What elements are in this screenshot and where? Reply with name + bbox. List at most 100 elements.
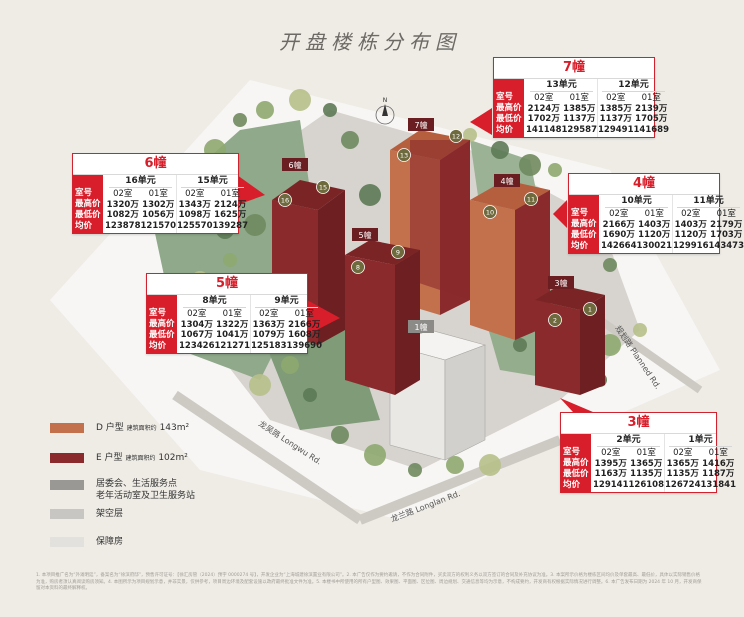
building-tag: 1幢 [408,320,434,333]
compass-label: N [383,97,388,104]
unit-marker: 2 [548,313,562,327]
building-tag-label: 4幢 [500,176,513,186]
room-room: 02室 [187,309,207,319]
room-min: 1056万 [142,210,175,220]
room-max: 2124万 [527,103,560,114]
row-label: 最低价 [149,330,175,340]
row-label: 均价 [563,480,581,490]
legend-label: E 户型 [96,453,123,463]
room-min: 1690万 [602,230,635,240]
row-labels: 室号最高价最低价均价 [73,175,103,233]
tree [244,214,266,236]
unit-name: 2单元 [597,434,660,447]
unit-marker-label: 16 [281,197,289,205]
room-avg: 142664 [601,240,637,251]
unit-marker-label: 8 [356,264,360,272]
unit-marker: 1 [583,302,597,316]
room-avg: 125570 [177,220,213,231]
room-avg: 126108 [628,479,665,490]
room-room: 01室 [148,189,168,199]
room-max: 1365万 [630,458,663,469]
tree [408,463,422,477]
tree [289,89,311,111]
room-max: 1302万 [142,199,175,210]
row-label: 最高价 [563,458,589,468]
road-longwu [172,390,363,525]
building-tag-label: 1幢 [414,322,427,332]
room-avg: 126724 [665,479,701,490]
room-avg: 123878 [105,220,141,231]
unit-name: 8单元 [183,295,246,308]
room-room: 01室 [294,309,314,319]
room-max: 1304万 [180,319,213,330]
row-label: 均价 [496,125,514,135]
row-labels: 室号最高价最低价均价 [561,434,591,492]
building-tag-label: 7幢 [414,120,427,130]
row-label: 最高价 [149,319,175,329]
room-room: 02室 [606,93,626,103]
room-room: 01室 [708,448,728,458]
legend-area: 143m² [159,423,190,433]
building-card-title: 6幢 [73,154,238,175]
room-min: 1041万 [216,330,249,340]
building-card-title: 5幢 [147,274,307,295]
room-max: 1322万 [216,319,249,330]
legend-label: 架空层 [96,509,124,519]
building-card-title: 3幢 [561,413,716,434]
unit-marker-label: 10 [486,209,494,217]
unit-name: 13单元 [530,79,593,92]
row-label: 最低价 [571,230,597,240]
room-min: 1187万 [702,469,735,479]
room-avg: 130021 [636,240,673,251]
row-label: 均价 [571,241,589,251]
tree [331,426,349,444]
room-min: 1067万 [180,330,213,340]
unit-marker: 16 [278,193,292,207]
room-avg: 141689 [633,124,670,135]
room-room: 01室 [222,309,242,319]
tree [281,356,299,374]
room-min: 1135万 [666,469,699,479]
room-min: 1608万 [288,330,321,340]
tree [323,103,337,117]
row-label: 最高价 [496,103,522,113]
room-min: 1702万 [527,114,560,124]
building-tag-label: 6幢 [288,160,301,170]
card-pointer [553,200,567,228]
unit-name: 10单元 [605,195,668,208]
legend-swatch [50,509,84,519]
disclaimer-text: 1. 本项目推广名为“外滩明廷”，备案名为“徐滨府邸”，预售许可证号：【徐汇房管… [36,573,702,592]
room-avg: 143473 [708,240,744,251]
legend-area: 102m² [158,453,188,463]
room-max: 1320万 [106,199,139,210]
row-label: 最低价 [75,210,101,220]
unit-marker: 8 [351,260,365,274]
tree [249,374,271,396]
building-tag: 5幢 [352,228,378,241]
legend-area-label: 建筑面积约 [126,425,157,432]
unit-name: 15单元 [181,175,244,188]
room-avg: 129587 [561,124,598,135]
legend-label: D 户型 [96,423,124,433]
